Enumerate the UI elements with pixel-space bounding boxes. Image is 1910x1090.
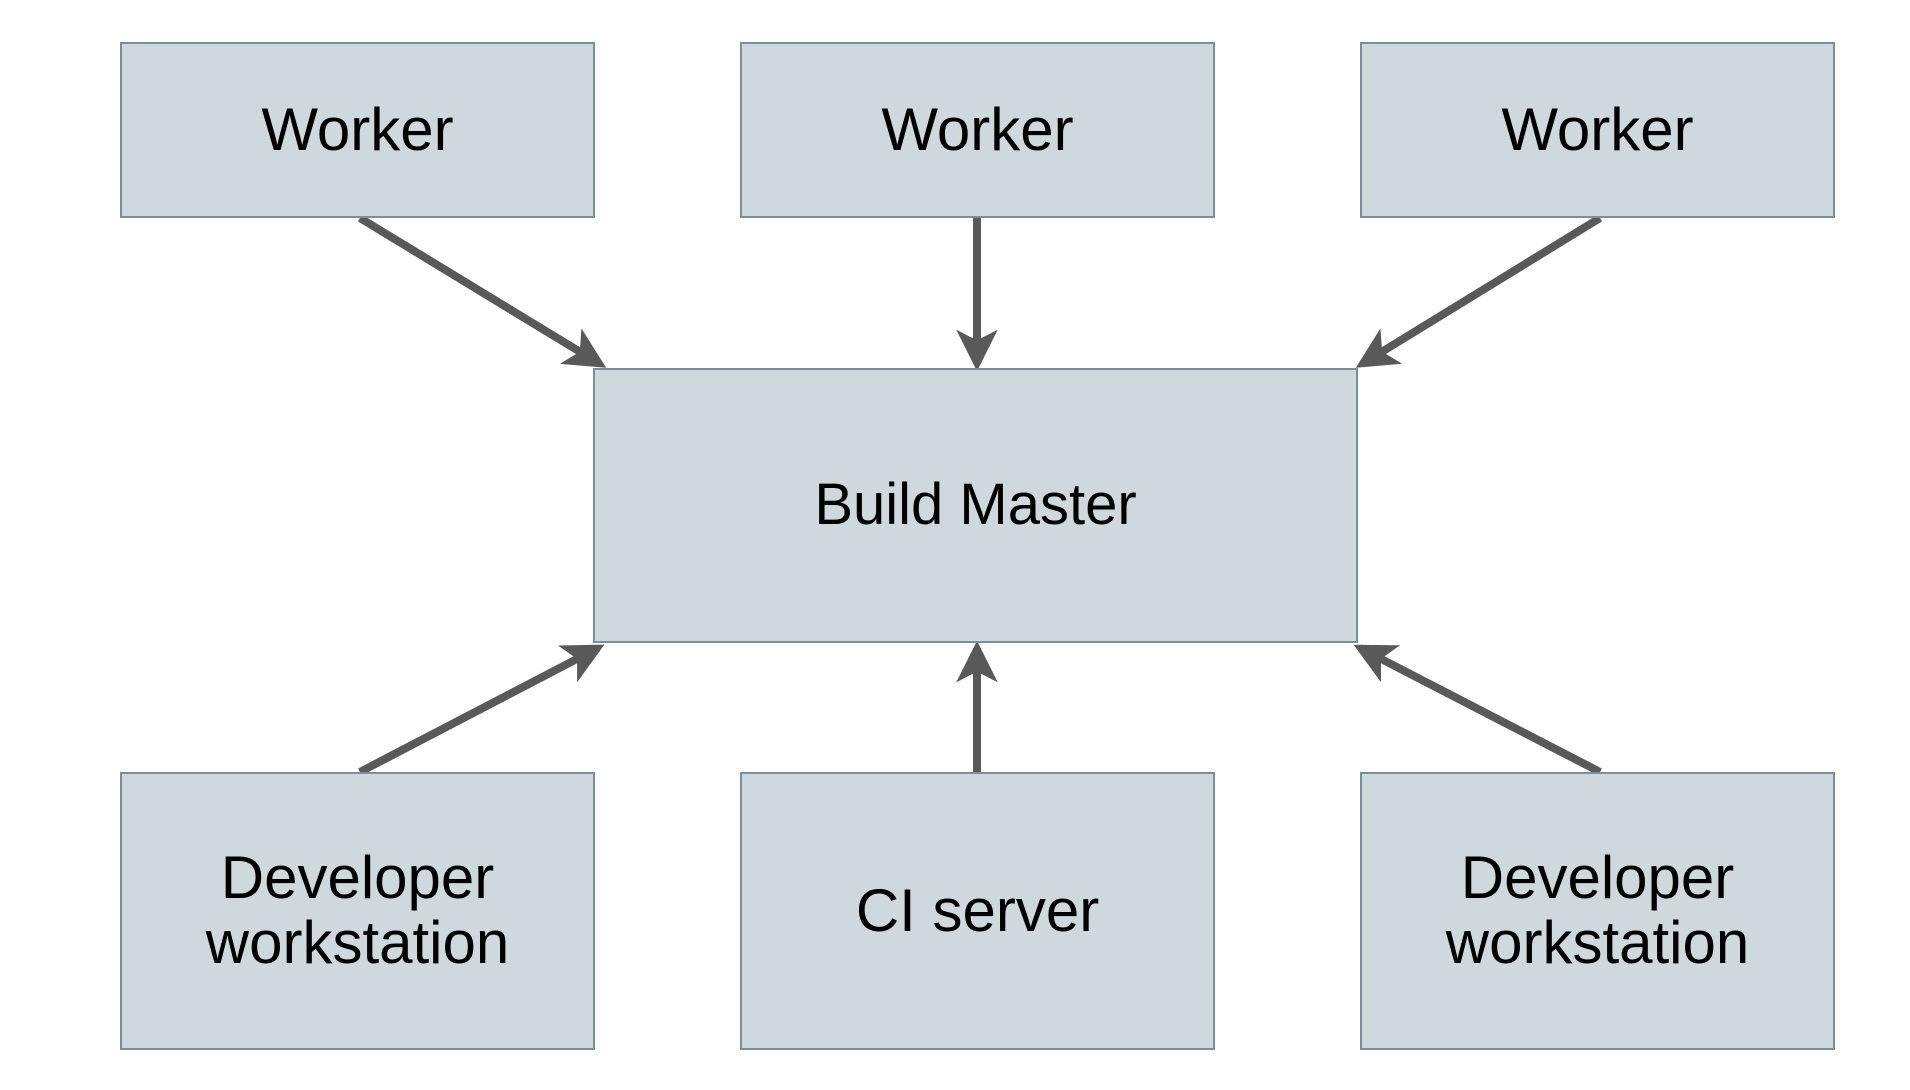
node-developer-workstation-left[interactable]: Developer workstation: [120, 772, 595, 1050]
node-label-worker-2: Worker: [881, 95, 1074, 163]
edge-devleft-to-master: [358, 644, 605, 776]
edge-worker1-to-master: [357, 214, 607, 368]
node-worker-2[interactable]: Worker: [740, 42, 1215, 218]
node-build-master[interactable]: Build Master: [593, 368, 1358, 643]
node-worker-1[interactable]: Worker: [120, 42, 595, 218]
node-label-build-master: Build Master: [814, 472, 1137, 538]
node-label-developer-workstation-right: Developer workstation: [1445, 844, 1750, 976]
node-label-worker-3: Worker: [1501, 95, 1694, 163]
node-label-developer-workstation-left: Developer workstation: [205, 844, 510, 976]
node-ci-server[interactable]: CI server: [740, 772, 1215, 1050]
node-label-ci-server: CI server: [855, 876, 1100, 944]
node-label-worker-1: Worker: [261, 95, 454, 163]
edge-worker3-to-master: [1355, 214, 1603, 368]
node-worker-3[interactable]: Worker: [1360, 42, 1835, 218]
node-developer-workstation-right[interactable]: Developer workstation: [1360, 772, 1835, 1050]
edge-devright-to-master: [1353, 644, 1602, 776]
